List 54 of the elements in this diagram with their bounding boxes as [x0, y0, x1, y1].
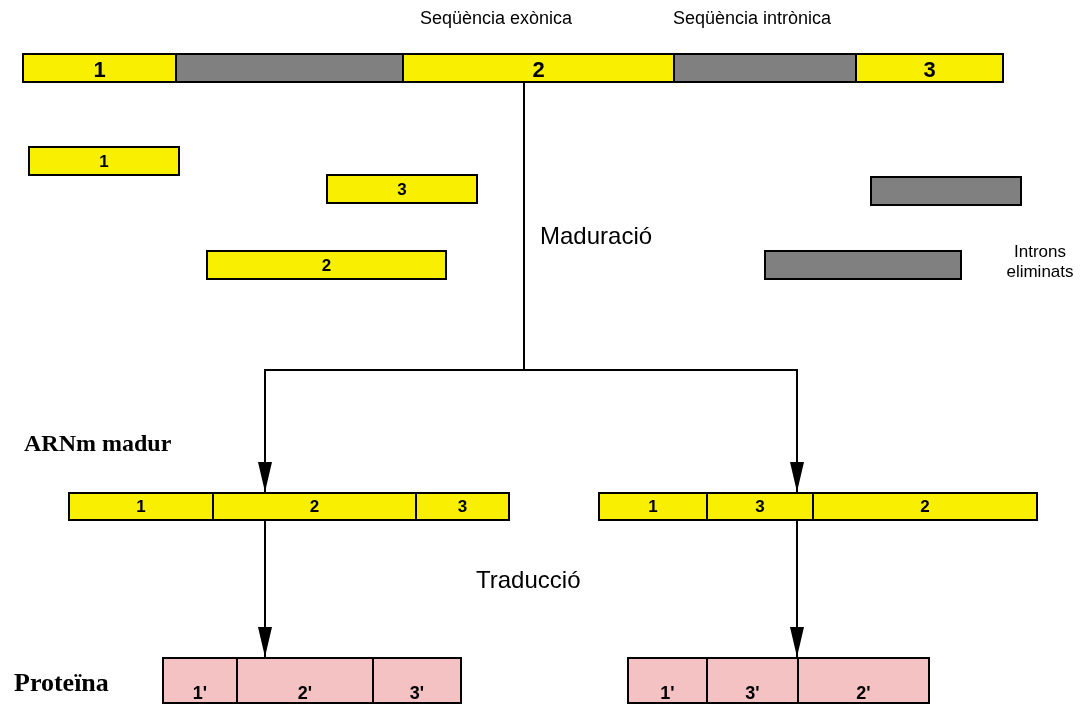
mrna-strip — [627, 657, 930, 704]
segment-number: 2' — [856, 684, 871, 702]
segment-number: 2 — [321, 256, 332, 274]
mrna-strip — [162, 657, 462, 704]
row-label: Proteïna — [14, 668, 109, 698]
segment-number: 1' — [660, 684, 675, 702]
protein-segment — [629, 659, 706, 702]
segment-number: 2 — [309, 498, 320, 515]
exon-segment — [812, 494, 1036, 519]
protein-segment — [236, 659, 372, 702]
mrna-strip — [22, 53, 1004, 83]
segment-number: 3 — [457, 498, 468, 515]
exon-segment — [600, 494, 706, 519]
exon-segment — [415, 494, 508, 519]
exon-segment — [70, 494, 212, 519]
intron-fragment — [764, 250, 962, 280]
region-label: Seqüència exònica — [420, 8, 573, 29]
exon-segment — [706, 494, 812, 519]
segment-number: 3 — [397, 180, 407, 198]
mrna-strip — [68, 492, 510, 521]
intron-fragment — [870, 176, 1022, 206]
exon-segment — [24, 55, 175, 81]
protein-segment — [797, 659, 928, 702]
exon-fragment — [28, 146, 180, 176]
exon-segment — [855, 55, 1002, 81]
segment-number: 1 — [648, 498, 658, 515]
segment-number: 1 — [99, 152, 109, 170]
region-label: Seqüència intrònica — [673, 8, 832, 29]
arrow — [258, 520, 272, 658]
segment-number: 2 — [920, 498, 930, 515]
segment-number: 3' — [409, 684, 425, 702]
segment-number: 3' — [745, 684, 760, 702]
segment-number: 1 — [93, 59, 106, 81]
row-label: ARNm madur — [24, 430, 172, 458]
segment-number: 1' — [192, 684, 208, 702]
exon-segment — [402, 55, 673, 81]
segment-number: 1 — [136, 498, 146, 515]
segment-number: 2 — [532, 59, 545, 81]
exon-segment — [212, 494, 415, 519]
protein-segment — [706, 659, 797, 702]
process-label: Maduració — [540, 222, 653, 250]
segment-number: 3 — [755, 498, 765, 515]
group-label: Introns eliminats — [1005, 242, 1075, 282]
protein-segment — [164, 659, 236, 702]
arrow — [790, 520, 804, 658]
segment-number: 2' — [297, 684, 313, 702]
intron-segment — [175, 55, 402, 81]
process-label: Traducció — [476, 566, 581, 594]
exon-fragment — [206, 250, 447, 280]
segment-number: 3 — [923, 59, 936, 81]
protein-segment — [372, 659, 460, 702]
intron-segment — [673, 55, 855, 81]
mrna-strip — [598, 492, 1038, 521]
exon-fragment — [326, 174, 478, 204]
